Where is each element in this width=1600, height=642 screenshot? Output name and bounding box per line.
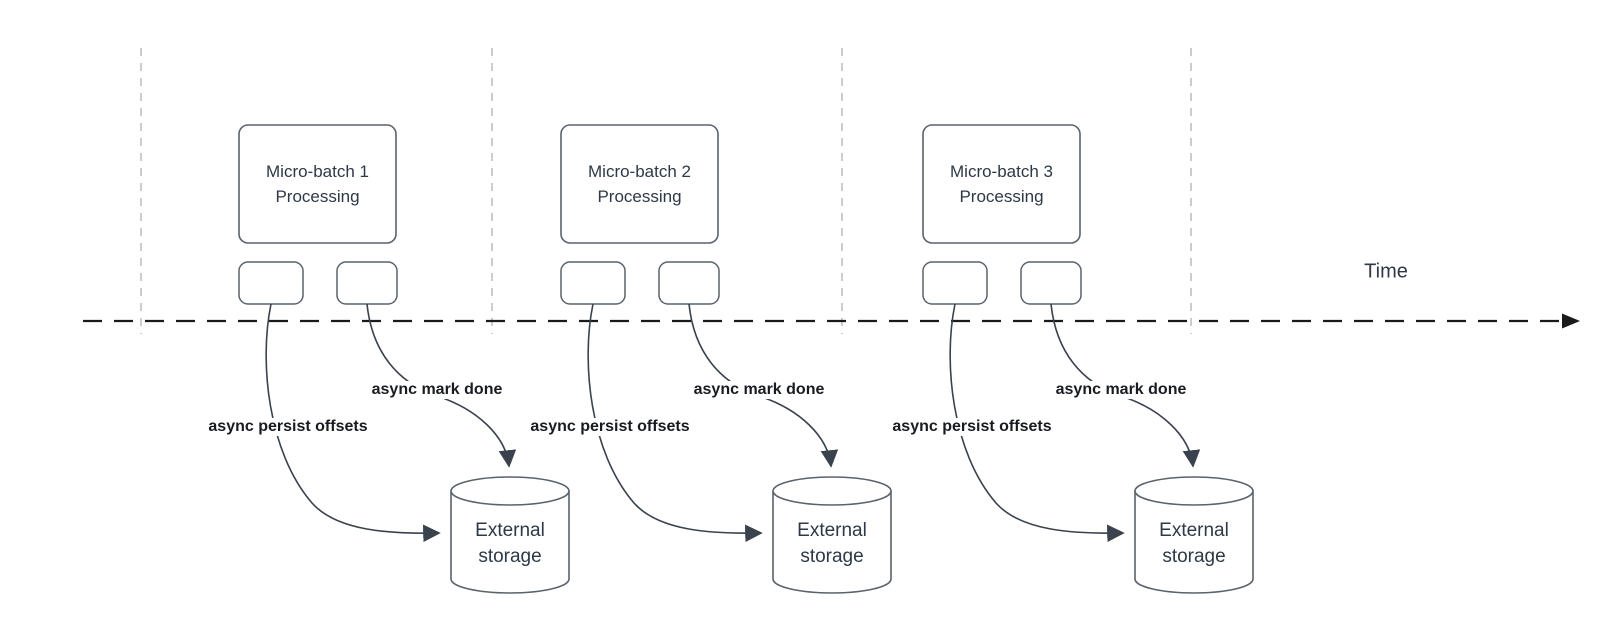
persist-offsets-node — [922, 261, 988, 305]
storage-cylinder-body — [1134, 491, 1254, 594]
storage-cylinder-body — [450, 491, 570, 594]
persist-offsets-arrow — [265, 303, 441, 543]
persist-offsets-arrow-label: async persist offsets — [204, 418, 372, 436]
storage-label-line1: External — [475, 520, 545, 541]
persist-offsets-node — [238, 261, 304, 305]
mark-done-arrow-label: async mark done — [1051, 381, 1191, 399]
batch-group-3 — [922, 124, 1254, 594]
micro-batch-box — [560, 124, 719, 244]
persist-offsets-arrow-label: async persist offsets — [526, 418, 694, 436]
micro-batch-box-label: Micro-batch 3 Processing — [923, 125, 1080, 243]
micro-batch-title: Micro-batch 3 — [950, 162, 1053, 181]
mark-done-node — [658, 261, 720, 305]
micro-batch-subtitle: Processing — [275, 187, 360, 206]
micro-batch-box — [238, 124, 397, 244]
batch-group-2 — [560, 124, 892, 594]
external-storage-label: External storage — [773, 518, 891, 570]
persist-offsets-arrow — [949, 303, 1125, 543]
persist-offsets-arrow — [587, 303, 763, 543]
external-storage-label: External storage — [1135, 518, 1253, 570]
persist-offsets-arrow-label: async persist offsets — [888, 418, 1056, 436]
micro-batch-box-label: Micro-batch 2 Processing — [561, 125, 718, 243]
mark-done-arrow-label: async mark done — [367, 381, 507, 399]
storage-label-line2: storage — [478, 546, 542, 567]
mark-done-arrow-label: async mark done — [689, 381, 829, 399]
interval-guides — [140, 48, 1192, 334]
micro-batch-subtitle: Processing — [959, 187, 1044, 206]
micro-batch-title: Micro-batch 2 — [588, 162, 691, 181]
storage-label-line1: External — [797, 520, 867, 541]
storage-label-line2: storage — [800, 546, 864, 567]
micro-batch-box — [922, 124, 1081, 244]
micro-batch-title: Micro-batch 1 — [266, 162, 369, 181]
storage-cylinder-top — [1134, 476, 1254, 506]
external-storage-label: External storage — [451, 518, 569, 570]
storage-cylinder-top — [450, 476, 570, 506]
time-axis-arrowhead-icon — [1562, 313, 1580, 329]
storage-label-line1: External — [1159, 520, 1229, 541]
storage-cylinder-top — [772, 476, 892, 506]
mark-done-node — [336, 261, 398, 305]
batch-group-1 — [238, 124, 570, 594]
storage-cylinder-body — [772, 491, 892, 594]
storage-label-line2: storage — [1162, 546, 1226, 567]
micro-batch-box-label: Micro-batch 1 Processing — [239, 125, 396, 243]
time-axis-label: Time — [1364, 260, 1408, 283]
mark-done-node — [1020, 261, 1082, 305]
persist-offsets-node — [560, 261, 626, 305]
micro-batch-subtitle: Processing — [597, 187, 682, 206]
